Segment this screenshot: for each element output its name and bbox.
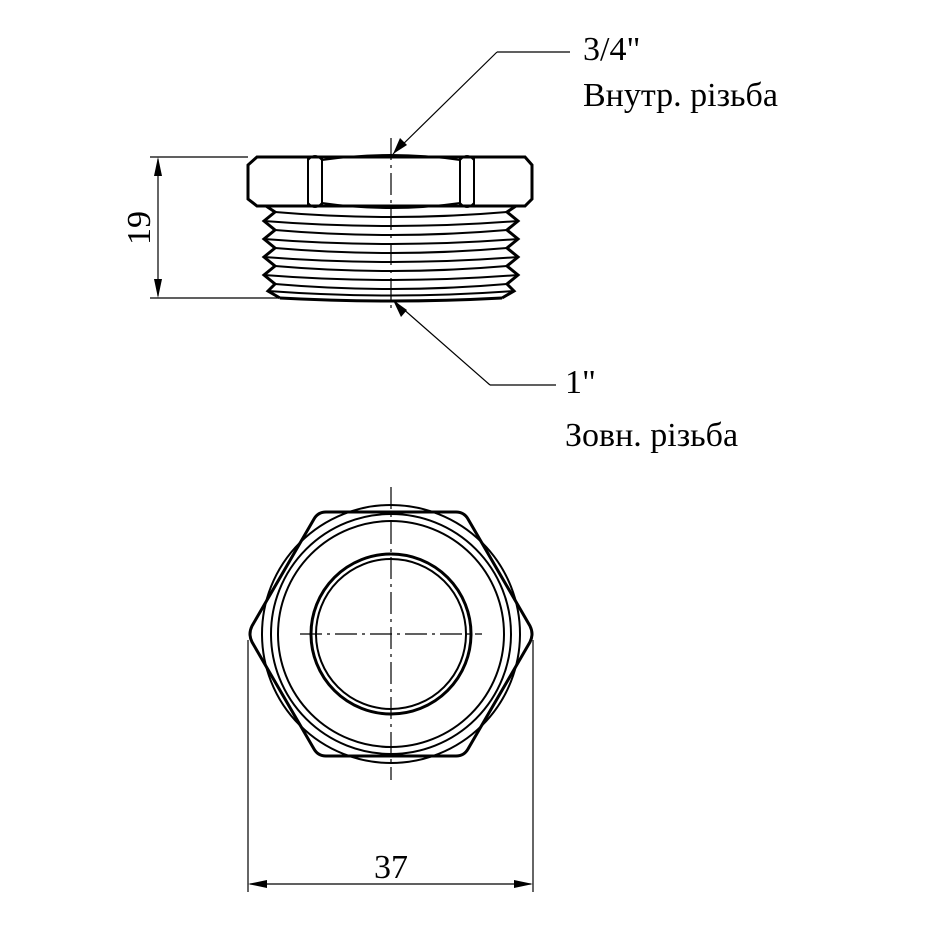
hex-facet-curve	[307, 155, 323, 161]
hex-head-outline	[246, 155, 534, 208]
inner-thread-size: 3/4"	[583, 31, 640, 68]
leader-line	[392, 51, 498, 155]
width-dimension: 37	[247, 640, 534, 892]
width-dimension-value: 37	[374, 849, 408, 886]
leader-line	[392, 299, 491, 386]
arrow-head	[514, 880, 533, 888]
thread-bottom-edge	[279, 296, 503, 303]
leader-arrow	[393, 300, 407, 317]
thread-crest	[274, 229, 508, 236]
outer-thread-callout: 1" Зовн. різьба	[392, 299, 738, 454]
height-dimension-value: 19	[121, 211, 158, 245]
thread-right-profile	[501, 204, 521, 300]
arrow-head	[248, 880, 267, 888]
hex-facet-curve	[459, 155, 475, 161]
hex-facet-curve	[307, 202, 323, 208]
outer-thread-label: Зовн. різьба	[565, 417, 738, 454]
thread-left-profile	[261, 204, 281, 300]
arrow-head	[154, 157, 162, 176]
leader-arrow	[393, 138, 407, 154]
top-view: 37	[247, 487, 534, 892]
height-dimension: 19	[121, 156, 278, 299]
inner-thread-label: Внутр. різьба	[583, 77, 778, 114]
inner-thread-callout: 3/4" Внутр. різьба	[392, 31, 778, 155]
arrow-head	[154, 279, 162, 298]
hex-facet-curve	[459, 202, 475, 208]
outer-thread-size: 1"	[565, 364, 596, 401]
side-view: 19 3/4" Внутр. різьба 1" Зовн. різьба	[121, 31, 778, 454]
hex-outline	[248, 510, 534, 758]
